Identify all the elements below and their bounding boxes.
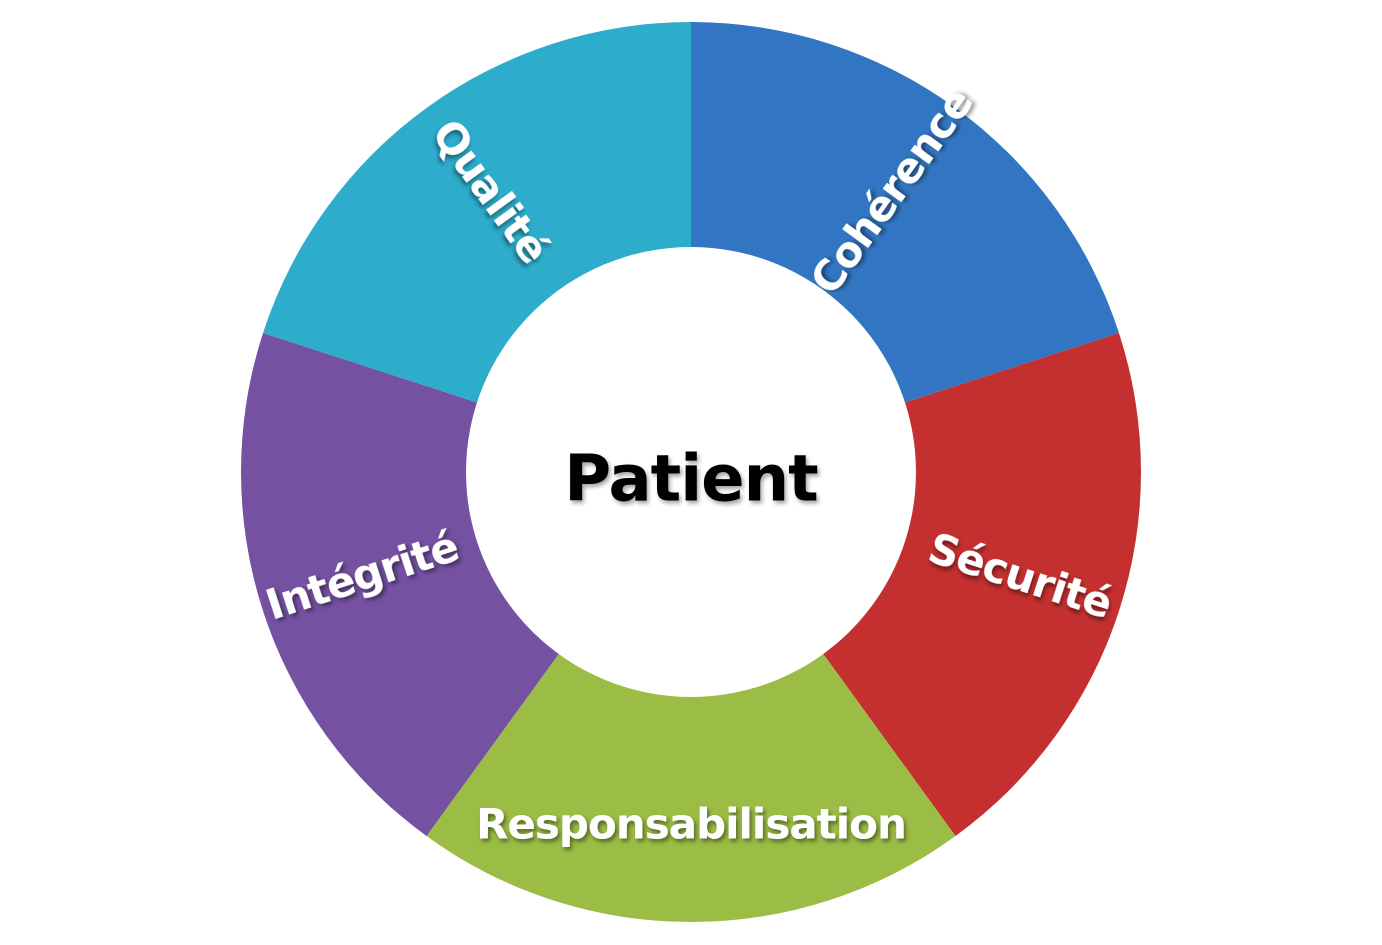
- segment-label-2: Responsabilisation: [476, 800, 906, 849]
- wheel-segment-2: [426, 654, 956, 922]
- center-circle: [466, 247, 916, 697]
- center-label: Patient: [564, 443, 818, 517]
